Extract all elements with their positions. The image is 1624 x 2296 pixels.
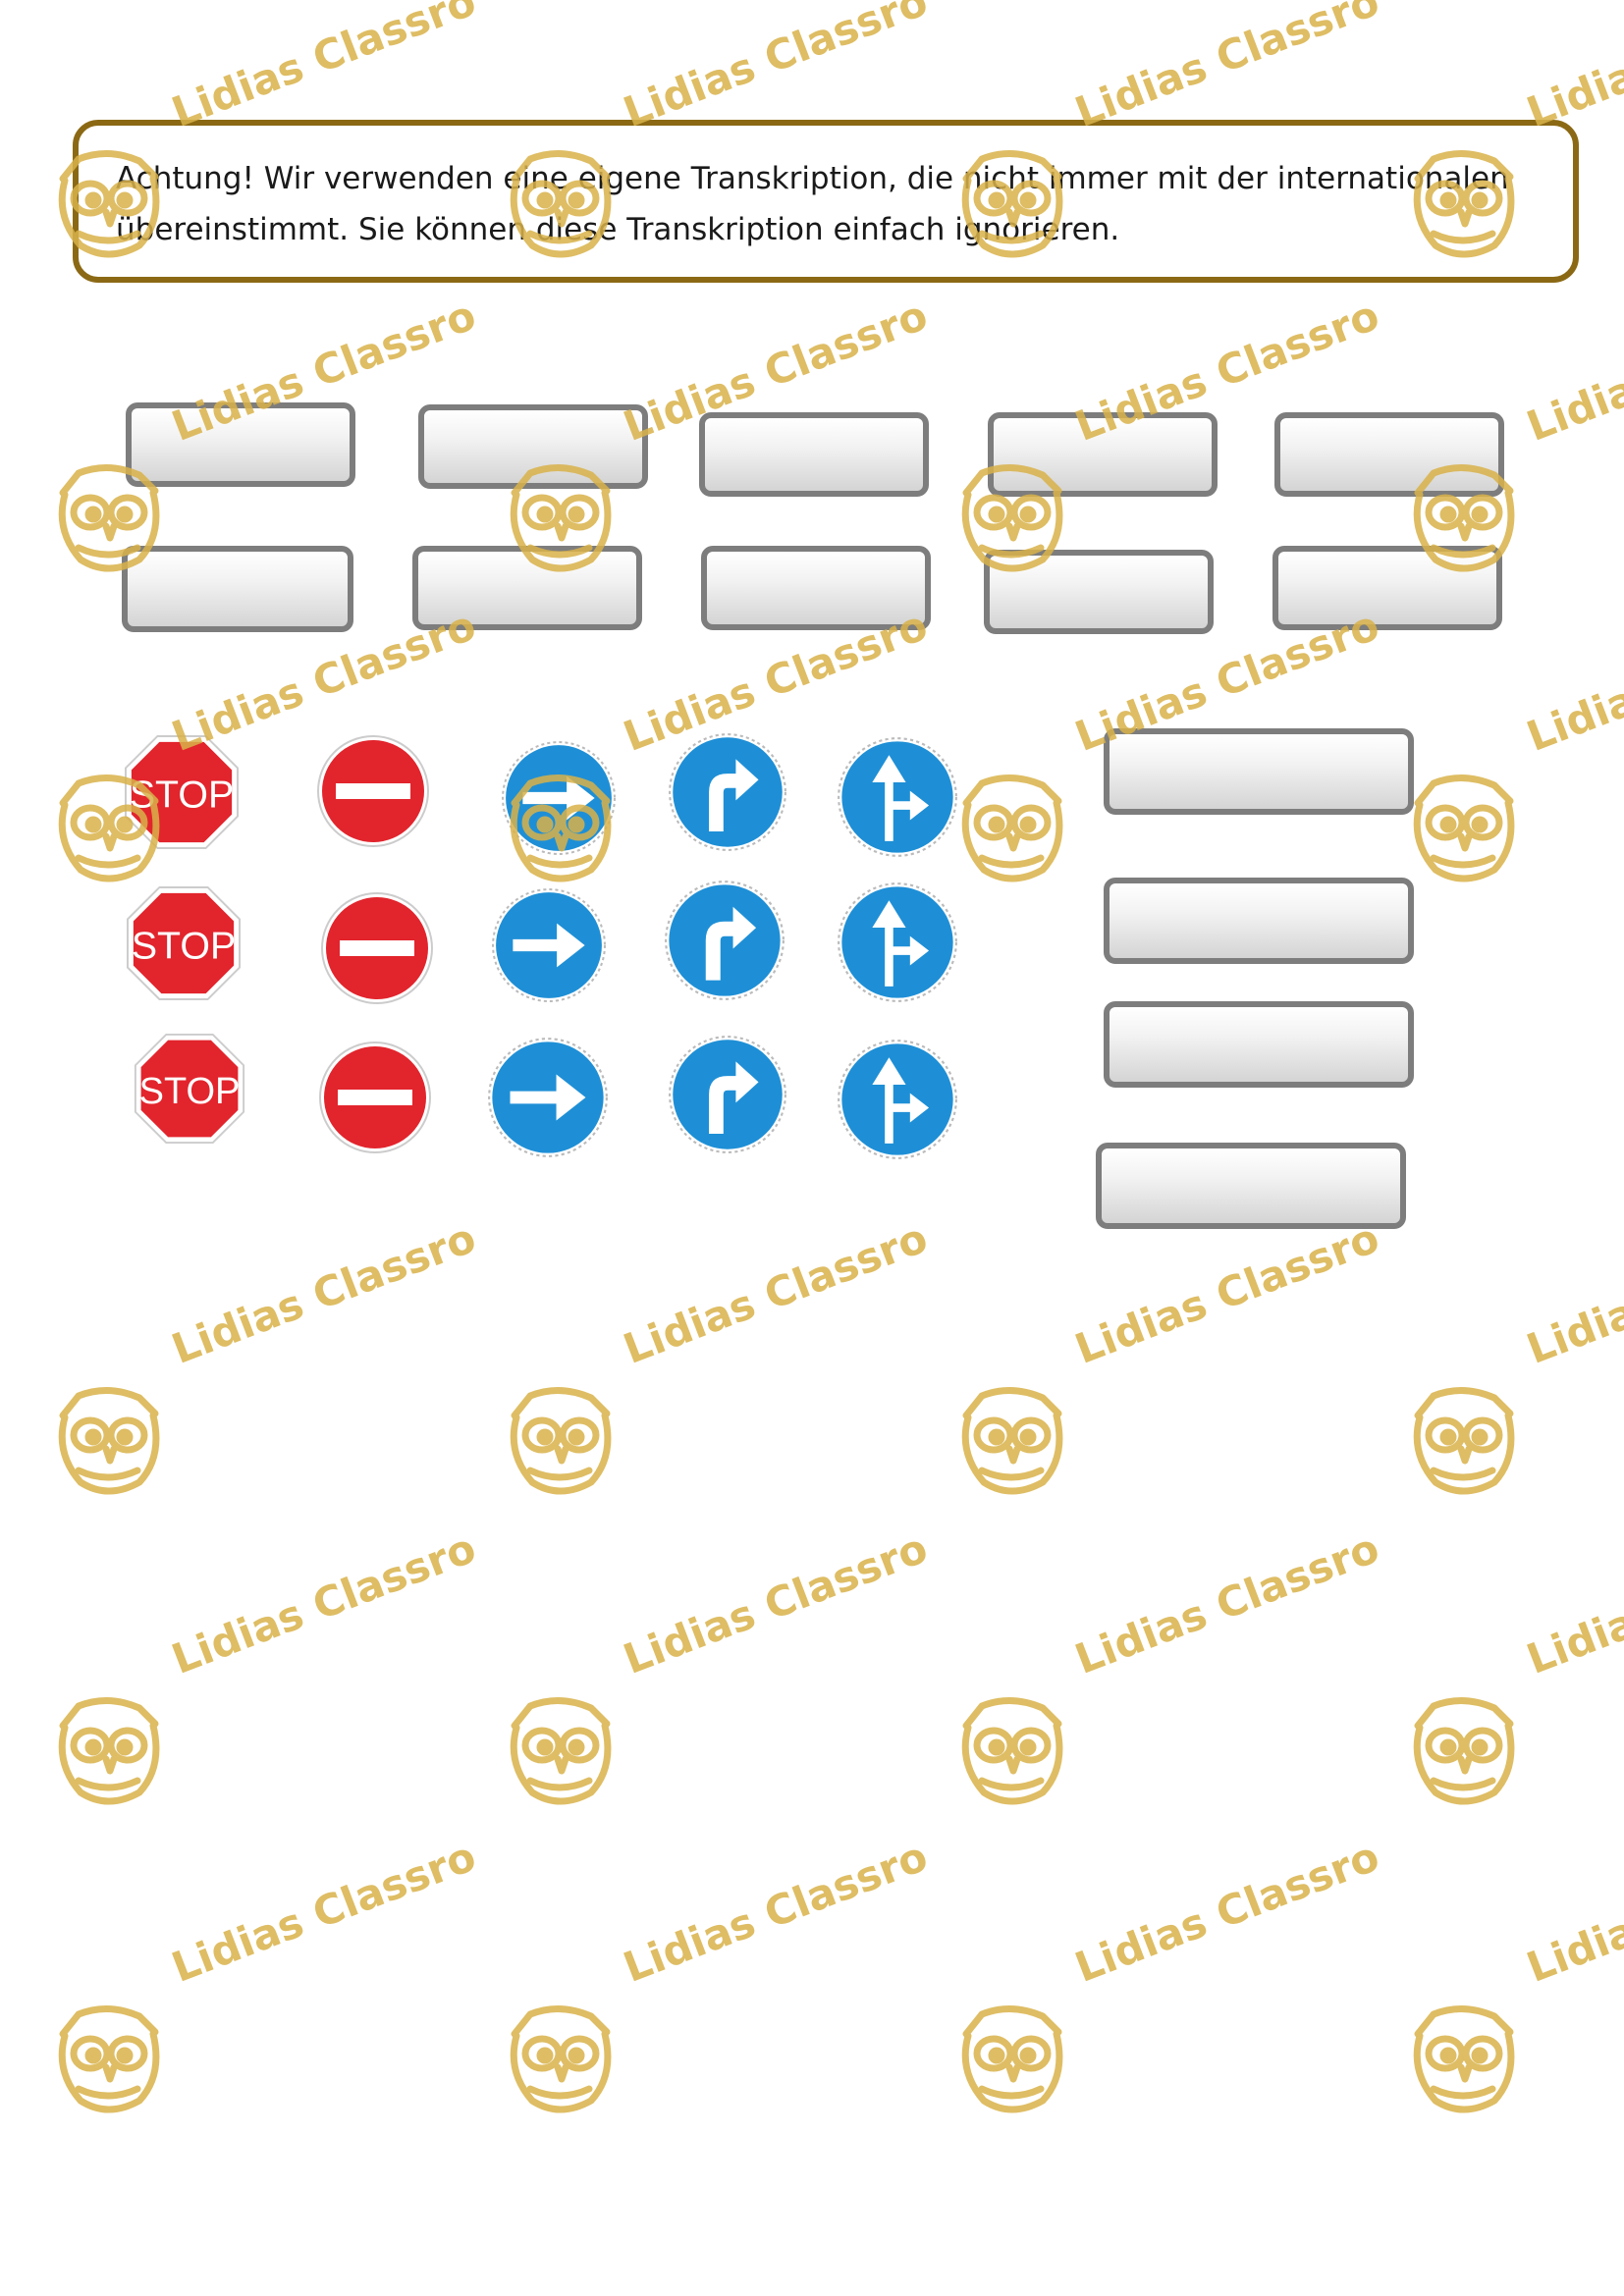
owl-icon xyxy=(948,1684,1076,1816)
watermark-text: Lidias Classro xyxy=(617,1523,935,1683)
owl-icon xyxy=(497,1684,624,1816)
answer-blank[interactable] xyxy=(1096,1143,1406,1229)
owl-icon xyxy=(497,1993,624,2124)
right-arrow-sign-icon xyxy=(488,1038,608,1157)
answer-blank[interactable] xyxy=(699,412,929,497)
stop-sign-icon: STOP xyxy=(134,1033,245,1145)
owl-icon xyxy=(1400,1684,1528,1816)
answer-blank[interactable] xyxy=(126,402,355,487)
right-arrow-sign-icon xyxy=(502,741,616,855)
watermark-text: Lidias Classro xyxy=(1068,0,1386,136)
watermark-text: Lidias Classro xyxy=(1520,1213,1624,1373)
no-entry-sign-icon xyxy=(321,892,433,1004)
watermark-text: Lidias Classro xyxy=(1520,1523,1624,1683)
notice-line-2: übereinstimmt. Sie können diese Transkri… xyxy=(116,212,1120,247)
watermark-text: Lidias Classro xyxy=(617,0,935,136)
watermark-text: Lidias Classro xyxy=(165,1523,483,1683)
answer-blank[interactable] xyxy=(1104,1001,1414,1088)
answer-blank[interactable] xyxy=(988,412,1218,497)
owl-icon xyxy=(948,1374,1076,1506)
watermark-text: Lidias Classro xyxy=(1068,1523,1386,1683)
answer-blank[interactable] xyxy=(701,546,931,630)
watermark-text: Lidias Classro xyxy=(1520,291,1624,451)
turn-right-sign-icon xyxy=(665,881,785,1000)
answer-blank[interactable] xyxy=(1104,728,1414,815)
owl-icon xyxy=(1400,762,1528,893)
straight-or-right-sign-icon xyxy=(838,882,957,1002)
owl-icon xyxy=(45,1374,173,1506)
svg-text:STOP: STOP xyxy=(139,1071,241,1112)
right-arrow-sign-icon xyxy=(492,888,606,1002)
owl-icon xyxy=(45,1993,173,2124)
watermark-text: Lidias Classro xyxy=(1520,601,1624,761)
owl-icon xyxy=(1400,1374,1528,1506)
svg-text:STOP: STOP xyxy=(132,925,236,968)
straight-or-right-sign-icon xyxy=(838,737,957,857)
watermark-text: Lidias Classro xyxy=(617,1213,935,1373)
owl-icon xyxy=(497,1374,624,1506)
answer-blank[interactable] xyxy=(122,546,353,632)
straight-or-right-sign-icon xyxy=(838,1040,957,1159)
answer-blank[interactable] xyxy=(984,550,1214,634)
watermark-text: Lidias Classro xyxy=(1068,1832,1386,1992)
answer-blank[interactable] xyxy=(1272,546,1502,630)
watermark-text: Lidias Classro xyxy=(1520,1832,1624,1992)
owl-icon xyxy=(1400,1993,1528,2124)
instruction-notice-box: Achtung! Wir verwenden eine eigene Trans… xyxy=(73,120,1579,283)
no-entry-sign-icon xyxy=(319,1041,431,1153)
owl-icon xyxy=(948,1993,1076,2124)
watermark-text: Lidias Classro xyxy=(1520,0,1624,136)
stop-sign-icon: STOP xyxy=(124,734,240,850)
owl-icon xyxy=(948,762,1076,893)
watermark-text: Lidias Classro xyxy=(1068,1213,1386,1373)
answer-blank[interactable] xyxy=(1274,412,1504,497)
watermark-text: Lidias Classro xyxy=(617,1832,935,1992)
notice-line-1: Achtung! Wir verwenden eine eigene Trans… xyxy=(116,161,1509,196)
answer-blank[interactable] xyxy=(418,404,648,489)
answer-blank[interactable] xyxy=(1104,878,1414,964)
watermark-text: Lidias Classro xyxy=(165,1832,483,1992)
svg-text:STOP: STOP xyxy=(130,774,234,817)
no-entry-sign-icon xyxy=(317,735,429,847)
watermark-text: Lidias Classro xyxy=(165,1213,483,1373)
watermark-text: Lidias Classro xyxy=(165,0,483,136)
answer-blank[interactable] xyxy=(412,546,642,630)
stop-sign-icon: STOP xyxy=(126,885,242,1001)
turn-right-sign-icon xyxy=(669,733,786,851)
turn-right-sign-icon xyxy=(669,1036,786,1153)
owl-icon xyxy=(45,1684,173,1816)
